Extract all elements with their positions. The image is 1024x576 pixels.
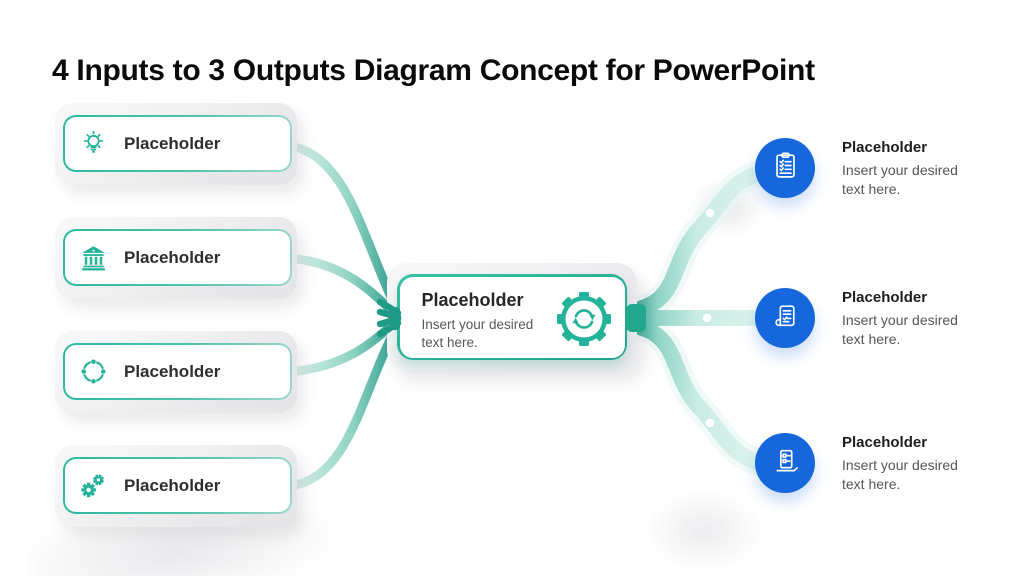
output-body-1: Insert your desired text here. [842, 162, 958, 198]
output-body-2: Insert your desired text here. [842, 312, 958, 348]
input-card-2-frame: Placeholder [63, 229, 292, 286]
output-title-2: Placeholder [842, 289, 928, 306]
center-card[interactable]: Placeholder Insert your desired text her… [387, 263, 637, 370]
output-item-1[interactable]: Placeholder Insert your desired text her… [755, 138, 978, 200]
input-card-4[interactable]: Placeholder [55, 445, 297, 527]
document-checkboxes-icon [770, 445, 801, 481]
center-body: Insert your desired text here. [421, 316, 534, 351]
input-card-3-frame: Placeholder [63, 343, 292, 400]
output-title-1: Placeholder [842, 139, 928, 156]
bank-icon [80, 244, 107, 271]
input-label-3: Placeholder [124, 361, 221, 381]
scroll-document-icon [770, 300, 801, 336]
ribbon-dots [702, 208, 715, 428]
page-title: 4 Inputs to 3 Outputs Diagram Concept fo… [52, 54, 815, 88]
input-card-1[interactable]: Placeholder [55, 103, 297, 185]
input-card-4-frame: Placeholder [63, 457, 292, 514]
gear-sync-icon [555, 290, 613, 348]
input-card-2[interactable]: Placeholder [55, 217, 297, 299]
input-label-1: Placeholder [124, 133, 221, 153]
clipboard-checklist-icon [770, 150, 801, 186]
center-card-frame: Placeholder Insert your desired text her… [397, 274, 627, 360]
input-card-3[interactable]: Placeholder [55, 331, 297, 413]
output-item-3[interactable]: Placeholder Insert your desired text her… [755, 433, 978, 495]
lightbulb-icon [80, 130, 107, 157]
input-label-2: Placeholder [124, 247, 221, 267]
output-title-3: Placeholder [842, 434, 928, 451]
input-card-1-frame: Placeholder [63, 115, 292, 172]
output-ribbons [622, 166, 765, 470]
output-circle-1[interactable] [755, 138, 815, 198]
dotted-circle-icon [80, 358, 107, 385]
output-item-2[interactable]: Placeholder Insert your desired text her… [755, 288, 978, 350]
output-circle-2[interactable] [755, 288, 815, 348]
input-curves [285, 141, 402, 491]
input-label-4: Placeholder [124, 475, 221, 495]
output-circle-3[interactable] [755, 433, 815, 493]
output-body-3: Insert your desired text here. [842, 457, 958, 493]
center-title: Placeholder [421, 289, 524, 310]
gears-icon [80, 472, 107, 499]
